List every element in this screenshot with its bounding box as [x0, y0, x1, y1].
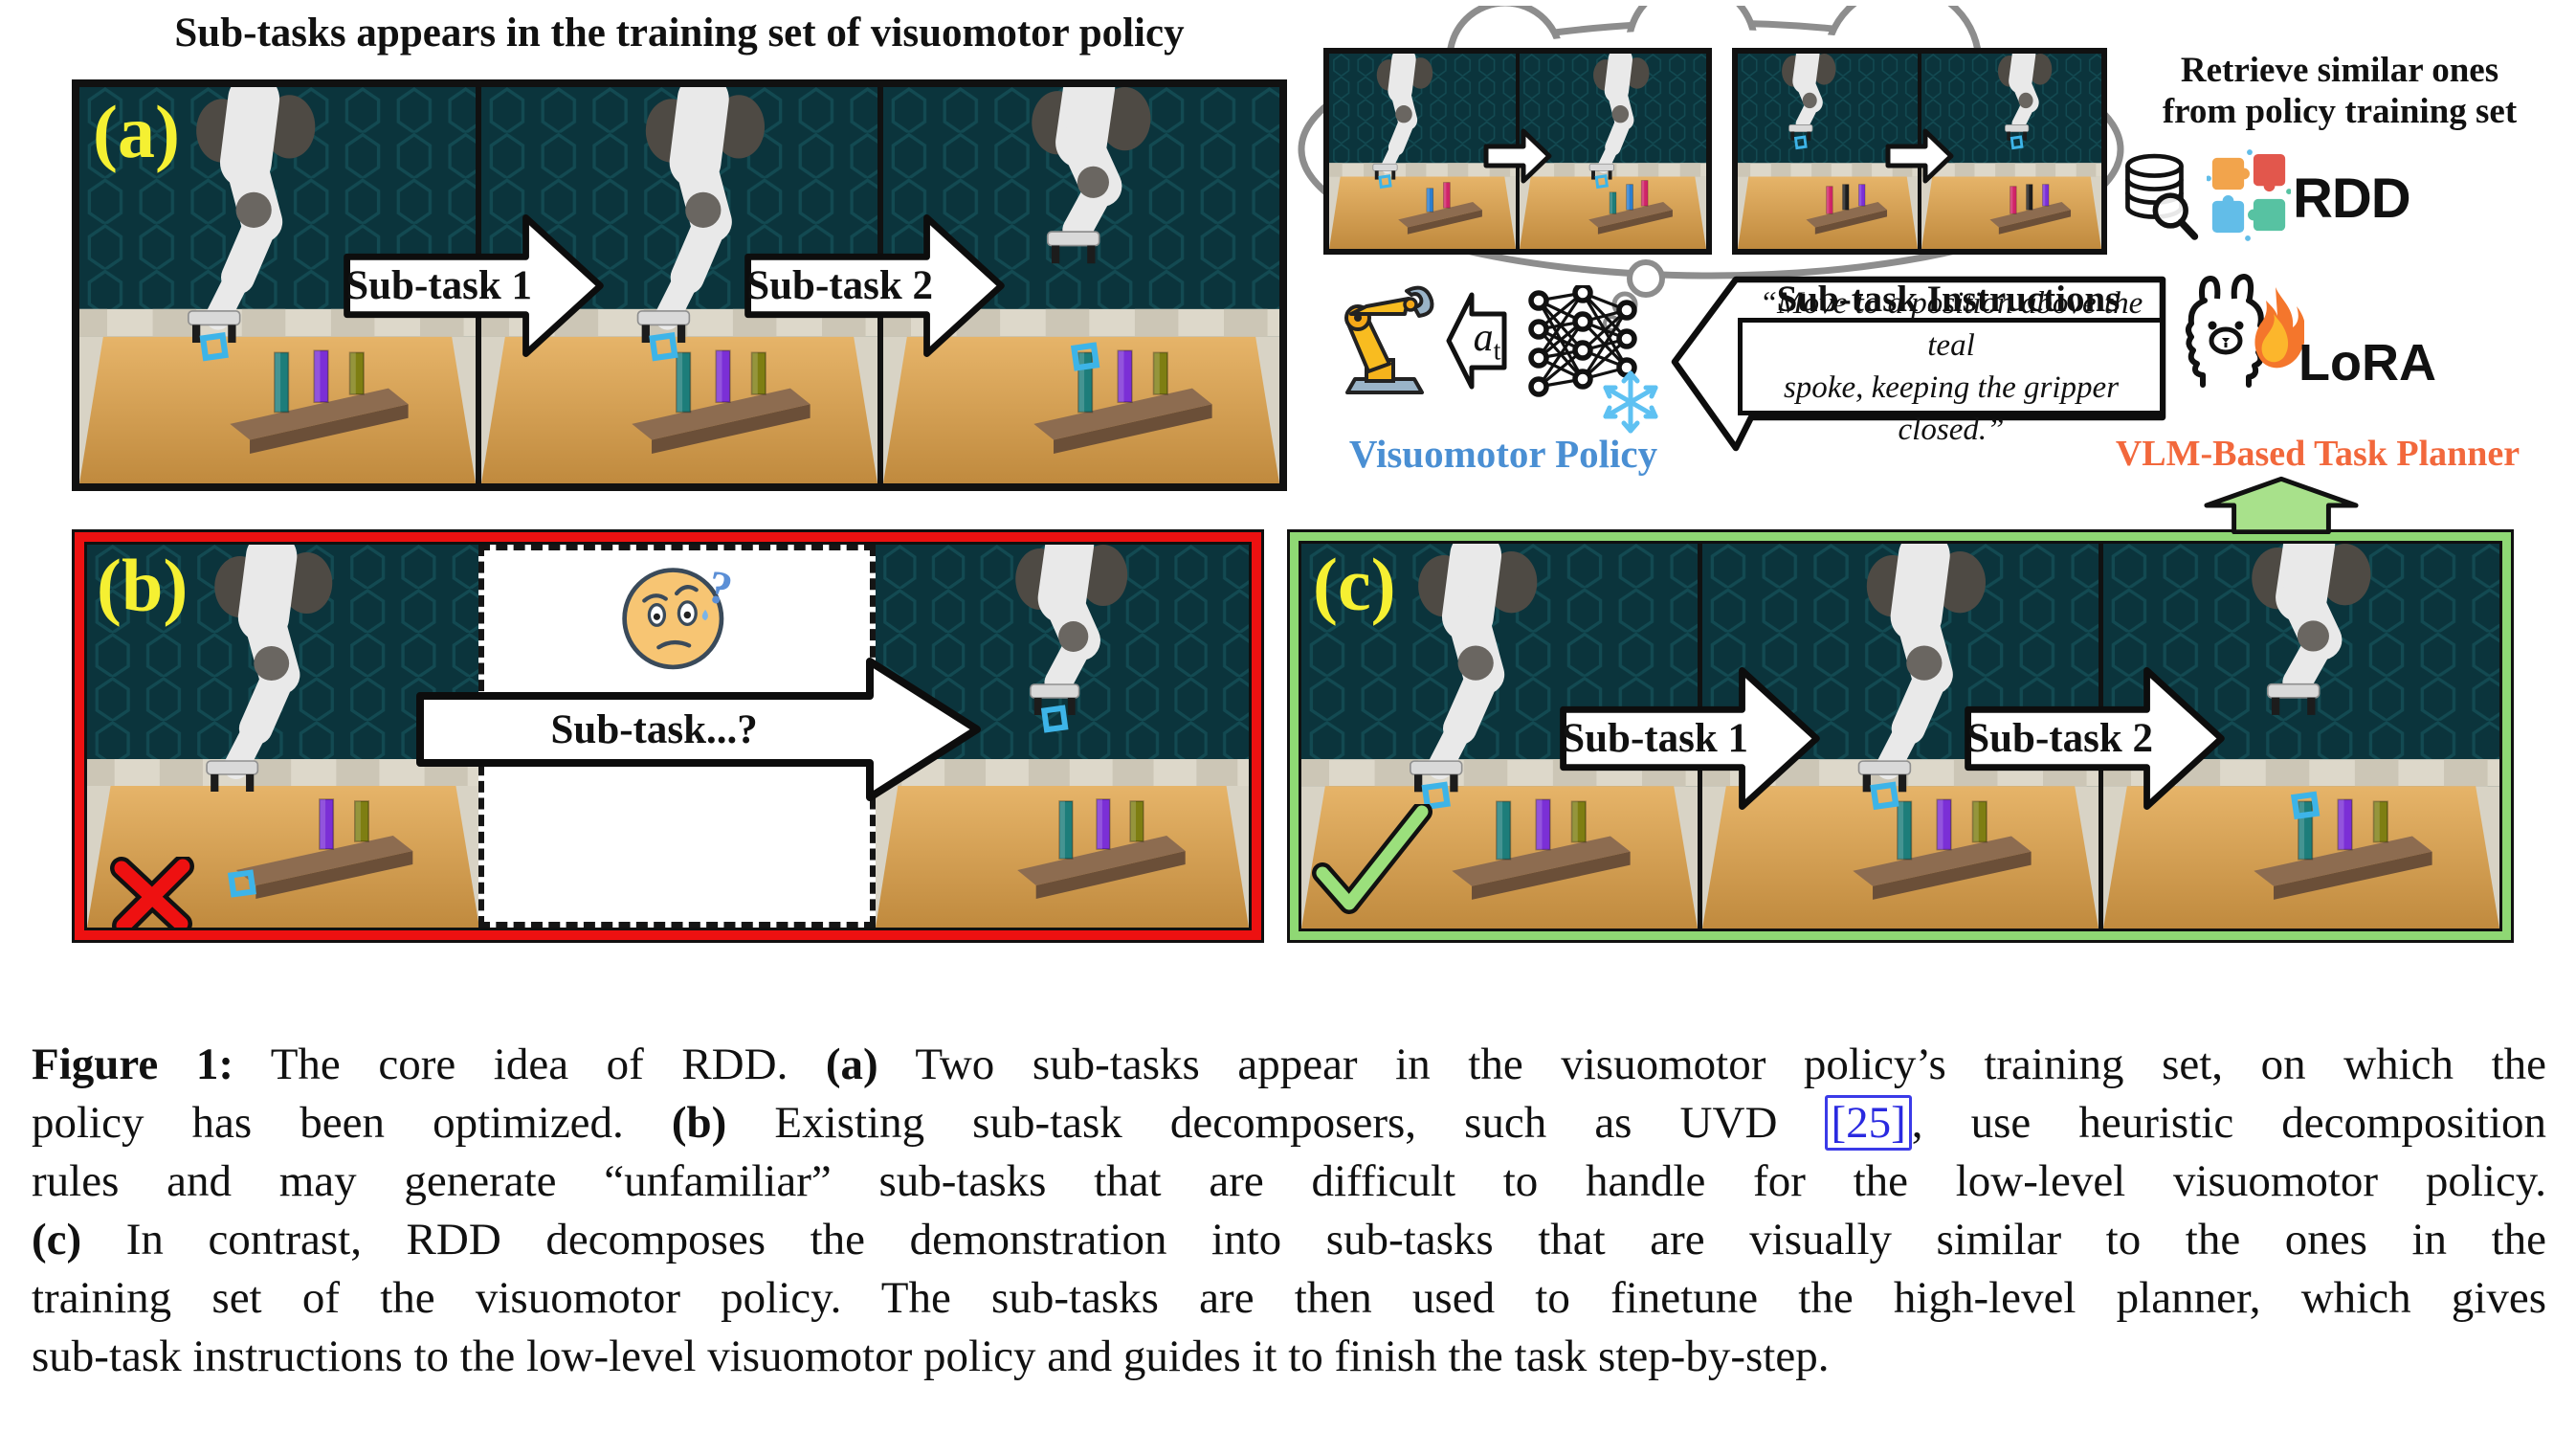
- citation-link[interactable]: [25]: [1825, 1095, 1912, 1151]
- subtask1-arrow-c: Sub-task 1: [1556, 650, 1824, 827]
- left-block-arrow-icon: [1446, 292, 1507, 390]
- subtask1-arrow-a-label: Sub-task 1: [345, 263, 532, 308]
- caption-line: (c) In contrast, RDD decomposes the demo…: [32, 1211, 2546, 1269]
- panel-a-label: (a): [93, 90, 180, 173]
- right-block-arrow-icon: [1560, 667, 1820, 810]
- caption-line: sub-task instructions to the low-level v…: [32, 1328, 2546, 1386]
- lora-label: LoRA: [2298, 334, 2436, 392]
- snowflake-frozen-icon: [1603, 370, 1658, 434]
- small-right-arrow-icon: [1885, 128, 1954, 184]
- subtask2-arrow-a: Sub-task 2: [741, 197, 1009, 374]
- visuomotor-policy-label: Visuomotor Policy: [1348, 432, 1658, 476]
- panel-b-red-frame: (b) ? Sub-task...?: [75, 532, 1261, 940]
- rdd-logo-label: RDD: [2293, 168, 2411, 230]
- puzzle-pieces-icon: [2207, 149, 2291, 241]
- subtask2-arrow-c-label: Sub-task 2: [1966, 716, 2153, 761]
- small-right-arrow-icon: [1483, 128, 1552, 184]
- caption-text: sub-task instructions to the low-level v…: [32, 1331, 1830, 1381]
- caption-text: training set of the visuomotor policy. T…: [32, 1273, 2546, 1323]
- caption-text: Existing sub-task decomposers, such as U…: [726, 1098, 1826, 1148]
- caption-line: training set of the visuomotor policy. T…: [32, 1269, 2546, 1328]
- figure-caption: Figure 1: The core idea of RDD. (a) Two …: [32, 1036, 2546, 1386]
- right-block-arrow-icon: [744, 214, 1005, 357]
- caption-line: rules and may generate “unfamiliar” sub-…: [32, 1152, 2546, 1211]
- subtask1-arrow-a: Sub-task 1: [340, 197, 608, 374]
- subtask2-arrow-a-label: Sub-task 2: [746, 263, 933, 308]
- svg-text:?: ?: [703, 560, 736, 615]
- caption-bold-text: (a): [825, 1040, 878, 1089]
- database-search-icon: [2125, 153, 2199, 240]
- panel-c-label: (c): [1313, 543, 1396, 626]
- subtask2-arrow-c: Sub-task 2: [1961, 650, 2229, 827]
- retrieve-caption: Retrieve similar ones from policy traini…: [2162, 51, 2518, 131]
- caption-text: rules and may generate “unfamiliar” sub-…: [32, 1156, 2546, 1206]
- green-check-icon: [1312, 804, 1432, 914]
- robot-arm-icon: [1344, 285, 1434, 394]
- caption-line: policy has been optimized. (b) Existing …: [32, 1094, 2546, 1152]
- vlm-planner-label: VLM-Based Task Planner: [2115, 434, 2520, 474]
- action-symbol: at: [1473, 315, 1501, 367]
- panel-a-title: Sub-tasks appears in the training set of…: [174, 11, 1185, 56]
- caption-bold-text: (b): [671, 1098, 727, 1148]
- training-pair-1: [1323, 48, 1712, 255]
- subtask1-arrow-c-label: Sub-task 1: [1562, 716, 1748, 761]
- panel-b-label: (b): [97, 544, 189, 627]
- right-block-arrow-icon: [416, 658, 981, 801]
- confused-face-emoji-icon: ?: [622, 560, 736, 670]
- caption-text: policy has been optimized.: [32, 1098, 672, 1148]
- red-cross-icon: [110, 857, 194, 928]
- right-block-arrow-icon: [344, 214, 604, 357]
- subtask-instructions-arrow: Sub-task Instructions “Move to a positio…: [1671, 272, 2168, 456]
- scene-c-3: [2103, 544, 2499, 929]
- panel-c: (c) Sub-task 1 Sub-task 2: [1287, 529, 2514, 943]
- action-arrow: at: [1445, 281, 1508, 400]
- caption-text: Two sub-tasks appear in the visuomotor p…: [877, 1040, 2546, 1089]
- unknown-subtask-arrow: Sub-task...?: [416, 652, 983, 807]
- neural-network-icon: [1528, 285, 1637, 397]
- scene-b-start: [87, 545, 479, 928]
- right-block-arrow-icon: [1965, 667, 2225, 810]
- caption-text: In contrast, RDD decomposes the demonstr…: [81, 1215, 2546, 1264]
- panel-c-green-frame: (c) Sub-task 1 Sub-task 2: [1290, 532, 2511, 940]
- panel-b: (b) ? Sub-task...?: [72, 529, 1264, 943]
- caption-line: Figure 1: The core idea of RDD. (a) Two …: [32, 1036, 2546, 1094]
- caption-bold-text: Figure 1:: [32, 1040, 233, 1089]
- caption-text: , use heuristic decomposition: [1911, 1098, 2547, 1148]
- caption-text: The core idea of RDD.: [233, 1040, 826, 1089]
- unknown-subtask-arrow-label: Sub-task...?: [550, 706, 758, 752]
- scene-train-2b: [1921, 54, 2101, 249]
- fire-icon: [2254, 287, 2304, 369]
- subtask-instructions-title: Sub-task Instructions: [1776, 279, 2121, 320]
- instruction-quote-box: “Move to a position above the teal spoke…: [1738, 286, 2165, 447]
- panel-a: (a): [72, 79, 1287, 491]
- scene-train-1b: [1520, 54, 1706, 249]
- green-up-arrow-icon: [2204, 476, 2359, 534]
- caption-bold-text: (c): [32, 1215, 82, 1264]
